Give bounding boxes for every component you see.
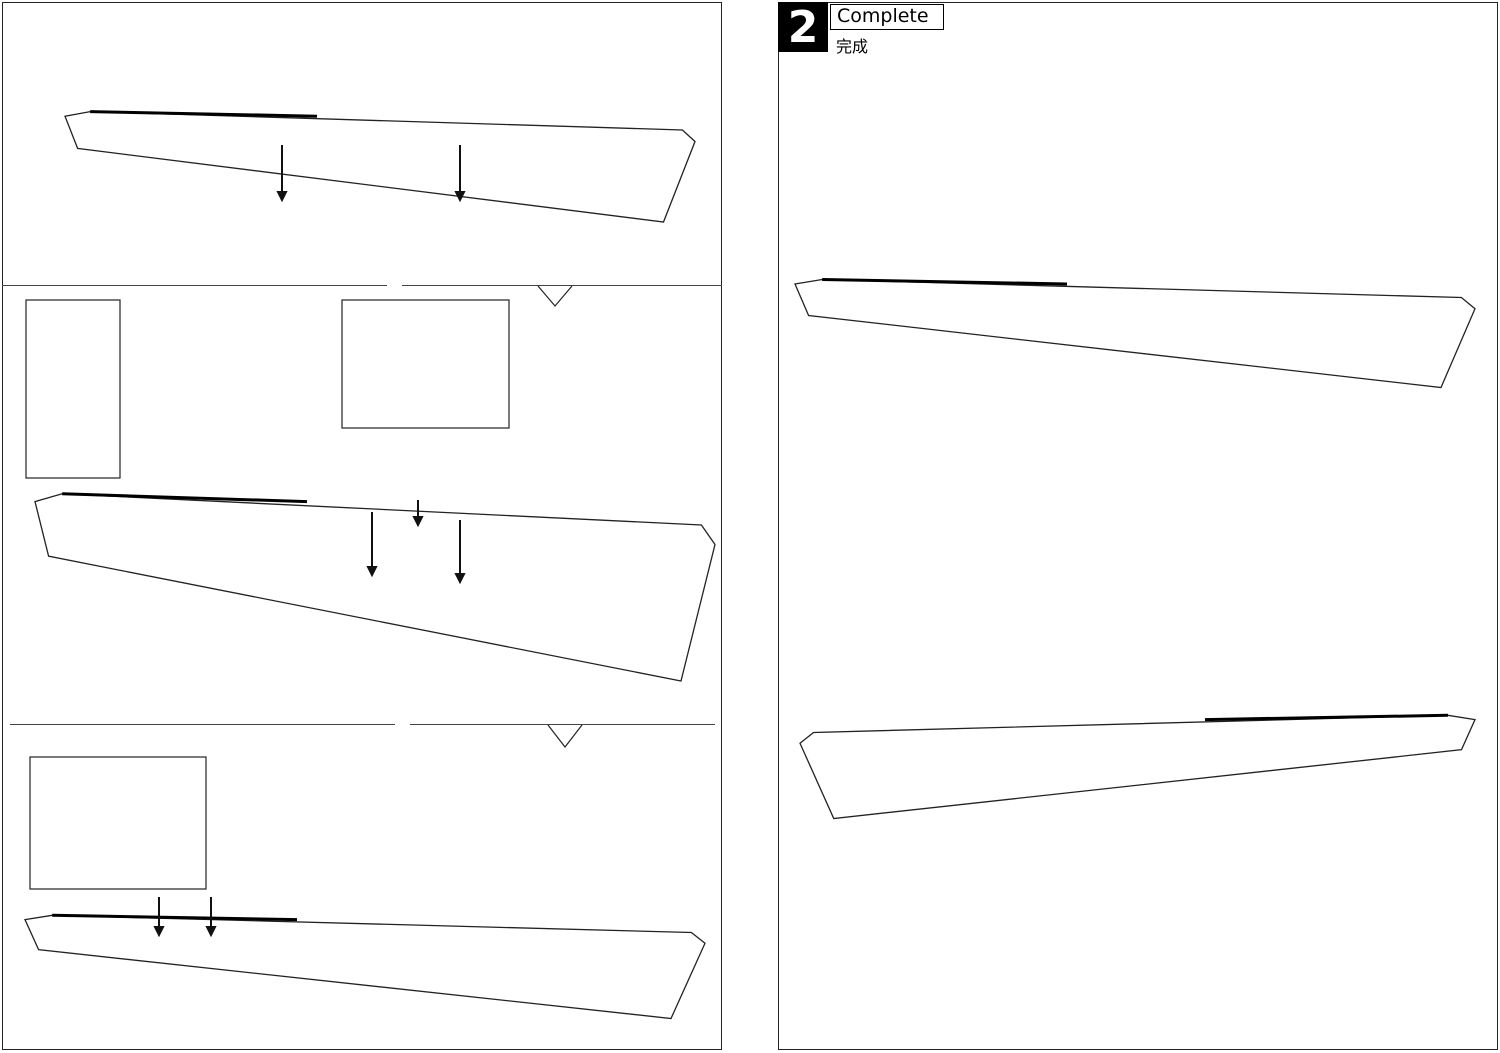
step-arrow-notch [537, 285, 573, 307]
arrow-head-icon [454, 191, 466, 203]
divider [2, 285, 387, 286]
divider [410, 724, 715, 725]
step-arrow-notch [547, 724, 583, 748]
photo-etch-sheet [29, 756, 207, 890]
complete-panel [778, 2, 1498, 1050]
arrow-head-icon [412, 516, 424, 528]
arrow-head-icon [366, 566, 378, 578]
ship-drawing [65, 15, 695, 222]
ship-drawing [795, 185, 1475, 388]
arrow-head-icon [276, 191, 288, 203]
step-number-badge: 2 [778, 2, 828, 53]
ship-drawing [25, 825, 705, 1019]
arrow-head-icon [454, 573, 466, 585]
photo-etch-sheet [25, 299, 121, 479]
ship-drawing [35, 330, 715, 681]
step-title: Complete [830, 4, 944, 30]
arrow-head-icon [153, 926, 165, 938]
ship-drawing [800, 625, 1475, 819]
assembly-panel [2, 2, 722, 1050]
divider [402, 285, 722, 286]
photo-etch-sheet [341, 299, 510, 429]
divider [10, 724, 395, 725]
step-subtitle: 完成 [836, 37, 869, 56]
arrow-head-icon [205, 926, 217, 938]
